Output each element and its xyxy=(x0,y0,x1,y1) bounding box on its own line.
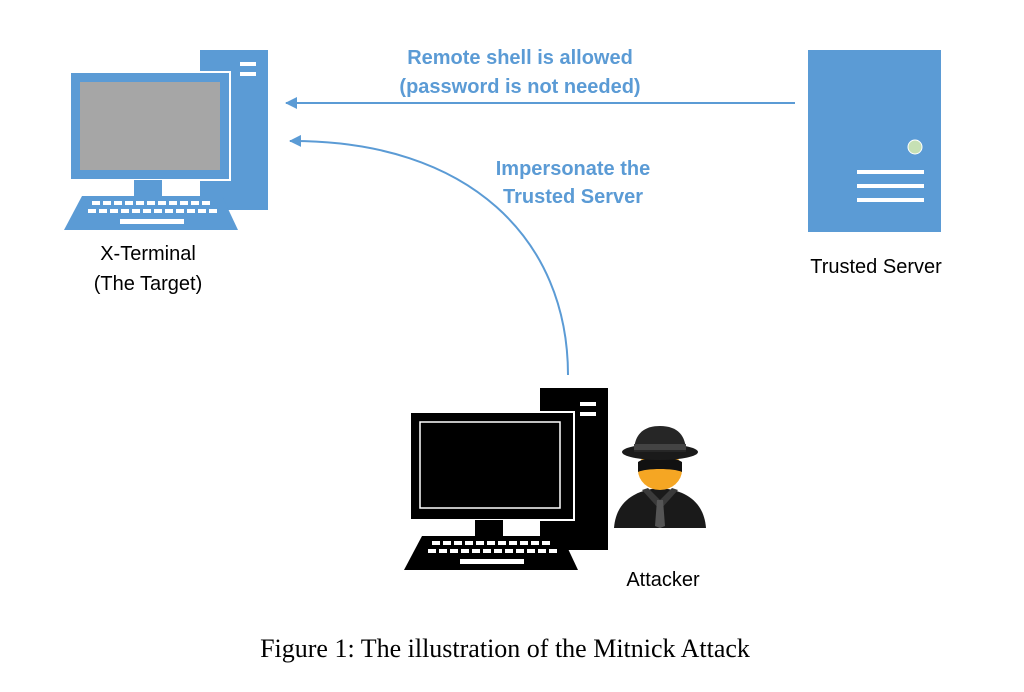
attacker-computer-icon xyxy=(404,388,608,570)
impersonate-arrow xyxy=(289,134,569,376)
trusted-server-icon xyxy=(808,50,941,232)
impersonate-label: Impersonate the xyxy=(496,158,650,180)
remote-shell-label: Remote shell is allowed xyxy=(407,47,633,69)
trusted-server-label: Trusted Server xyxy=(810,256,942,278)
x-terminal-sublabel: (The Target) xyxy=(94,273,203,295)
remote-shell-sublabel: (password is not needed) xyxy=(399,76,640,98)
figure-caption: Figure 1: The illustration of the Mitnic… xyxy=(260,634,750,663)
x-terminal-label: X-Terminal xyxy=(100,243,196,265)
spy-hat-icon xyxy=(614,426,706,528)
x-terminal-computer-icon xyxy=(64,50,268,230)
impersonate-sublabel: Trusted Server xyxy=(503,186,643,208)
attacker-label: Attacker xyxy=(626,569,700,591)
